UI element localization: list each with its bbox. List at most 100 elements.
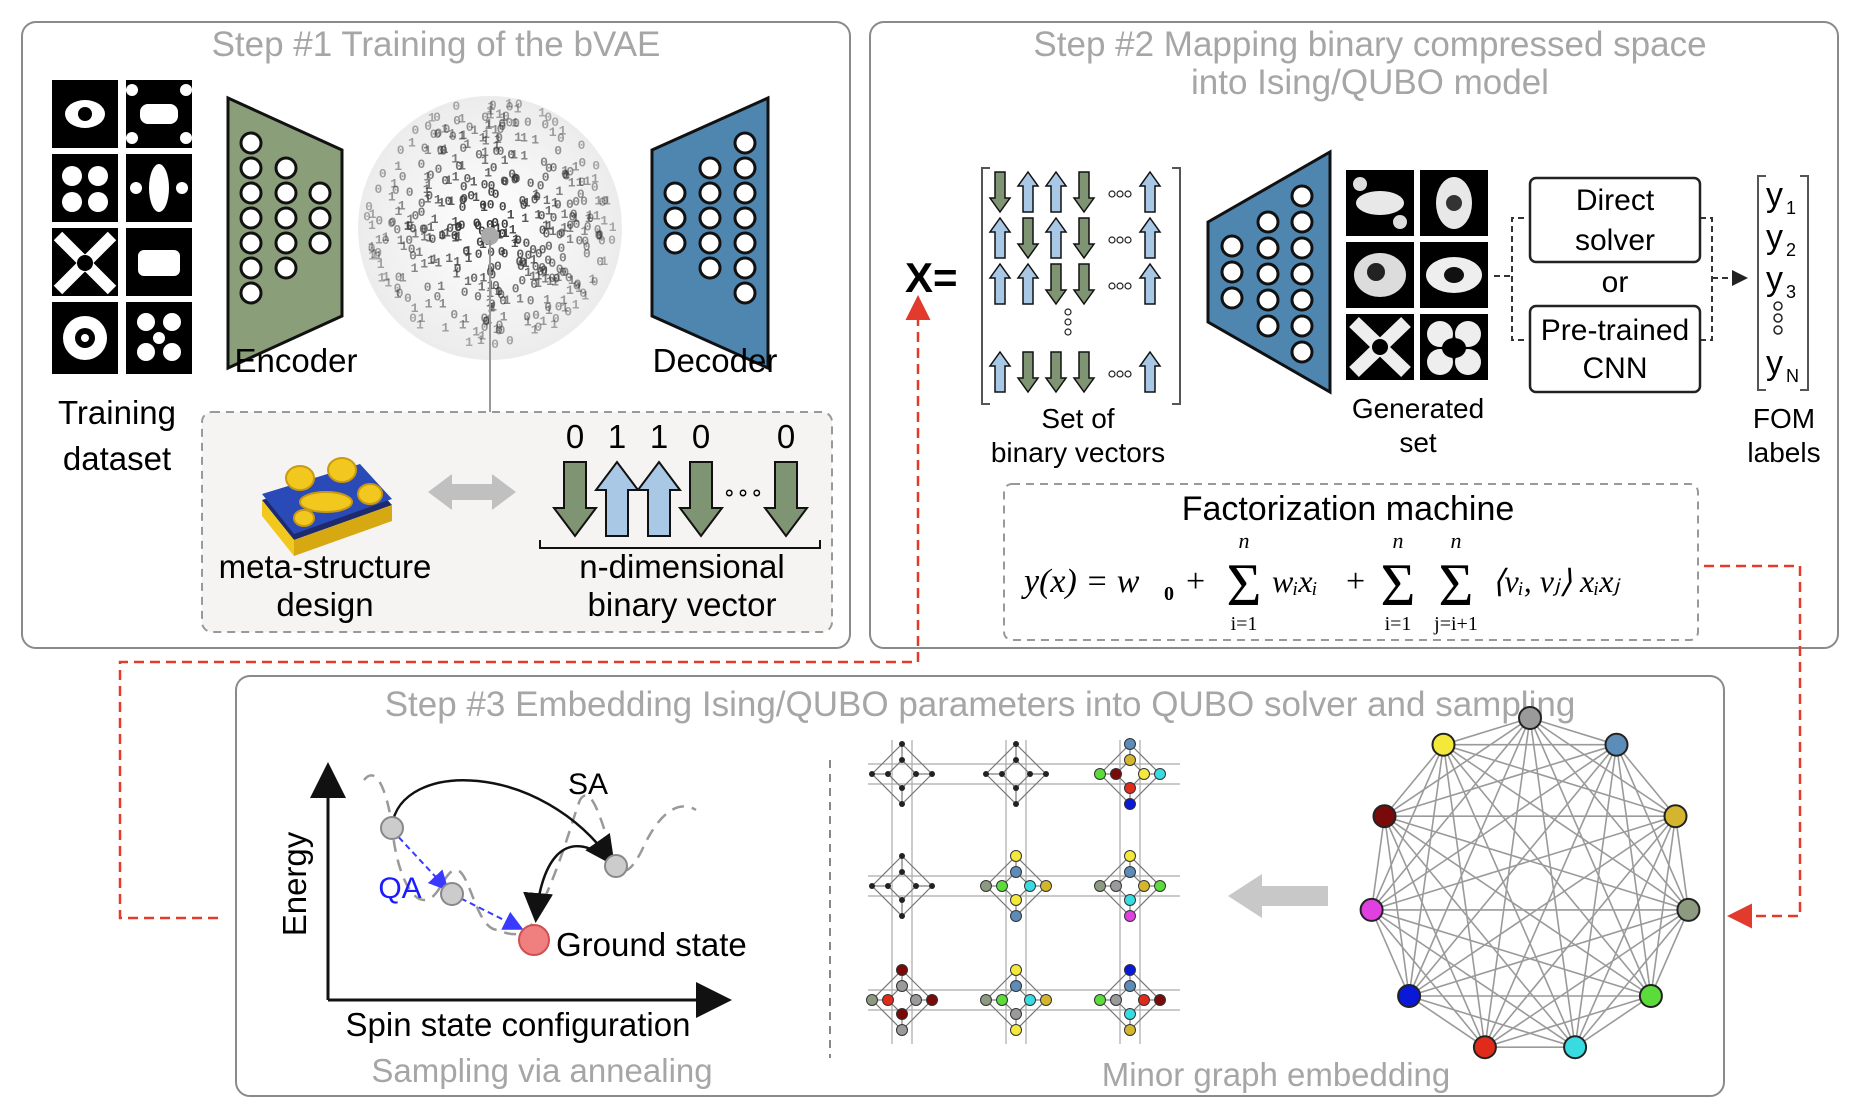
svg-text:0: 0: [430, 127, 438, 142]
svg-text:1: 1: [576, 175, 584, 190]
set-label-line1: Set of: [1041, 403, 1114, 434]
svg-text:1: 1: [375, 248, 383, 263]
svg-text:0: 0: [532, 260, 540, 275]
sum3-upper: n: [1451, 528, 1462, 553]
spin-down-arrow: [763, 461, 809, 538]
svg-text:0: 0: [550, 160, 558, 175]
svg-text:1: 1: [516, 292, 524, 307]
svg-text:0: 0: [394, 281, 402, 296]
svg-text:0: 0: [599, 195, 607, 210]
spin-up-arrow: [988, 216, 1012, 259]
red-dashed-connectors: [118, 295, 1802, 929]
svg-text:0: 0: [427, 168, 435, 183]
svg-text:0: 0: [379, 167, 387, 182]
svg-text:0: 0: [405, 233, 413, 248]
svg-text:1: 1: [445, 251, 453, 266]
svg-text:1: 1: [479, 270, 487, 285]
svg-text:0: 0: [538, 261, 546, 276]
svg-text:0: 0: [374, 182, 382, 197]
double-arrow-icon: [428, 474, 516, 510]
svg-text:0: 0: [488, 179, 496, 194]
spin-down-arrow: [552, 461, 598, 538]
svg-text:1: 1: [543, 193, 551, 208]
step1-title: Step #1 Training of the bVAE: [212, 25, 661, 64]
svg-text:0: 0: [440, 143, 448, 158]
svg-text:0: 0: [374, 245, 382, 260]
step2-title-line1: Step #2 Mapping binary compressed space: [1033, 25, 1706, 64]
svg-text:1: 1: [562, 168, 570, 183]
svg-text:1: 1: [368, 218, 376, 233]
svg-text:0: 0: [368, 241, 376, 256]
svg-text:0: 0: [417, 157, 425, 172]
svg-text:1: 1: [493, 139, 501, 154]
svg-text:1: 1: [451, 215, 459, 230]
formula-term1: wᵢxᵢ: [1272, 563, 1318, 599]
svg-text:0: 0: [552, 271, 560, 286]
svg-text:0: 0: [545, 239, 553, 254]
svg-text:0: 0: [555, 300, 563, 315]
svg-text:0: 0: [574, 277, 582, 292]
step3-title: Step #3 Embedding Ising/QUBO parameters …: [385, 685, 1576, 724]
y-label-3: y: [1766, 260, 1783, 298]
svg-text:1: 1: [551, 196, 559, 211]
svg-text:0: 0: [419, 222, 427, 237]
svg-text:1: 1: [434, 256, 442, 271]
svg-text:0: 0: [399, 170, 407, 185]
svg-text:1: 1: [420, 256, 428, 271]
cnn-line1: Pre-trained: [1541, 314, 1689, 347]
svg-text:0: 0: [461, 285, 469, 300]
svg-text:1: 1: [509, 223, 517, 238]
bit-2: 1: [650, 418, 668, 455]
svg-text:1: 1: [561, 300, 569, 315]
svg-text:0: 0: [566, 218, 574, 233]
svg-text:0: 0: [429, 232, 437, 247]
ground-state-marker: [518, 924, 550, 956]
svg-text:1: 1: [472, 325, 480, 340]
svg-text:1: 1: [555, 184, 563, 199]
svg-text:0: 0: [446, 221, 454, 236]
svg-text:0: 0: [476, 235, 484, 250]
sum1-upper: n: [1239, 528, 1250, 553]
svg-text:0: 0: [524, 115, 532, 130]
svg-text:1: 1: [441, 321, 449, 336]
svg-text:0: 0: [466, 120, 474, 135]
spin-up-arrow: [1138, 262, 1162, 305]
svg-text:0: 0: [441, 174, 449, 189]
svg-text:0: 0: [573, 278, 581, 293]
svg-text:1: 1: [458, 112, 466, 127]
svg-text:0: 0: [491, 215, 499, 230]
svg-text:0: 0: [408, 242, 416, 257]
svg-text:0: 0: [598, 233, 606, 248]
svg-text:0: 0: [575, 233, 583, 248]
direct-solver-line1: Direct: [1576, 184, 1655, 217]
graph-node: [1397, 984, 1422, 1008]
svg-text:0: 0: [424, 119, 432, 134]
spin-down-arrow: [1072, 171, 1096, 214]
svg-text:0: 0: [511, 171, 519, 186]
svg-text:1: 1: [420, 230, 428, 245]
svg-text:1: 1: [423, 170, 431, 185]
svg-text:0: 0: [481, 320, 489, 335]
svg-text:0: 0: [502, 109, 510, 124]
svg-text:0: 0: [595, 229, 603, 244]
svg-text:1: 1: [441, 142, 449, 157]
svg-text:1: 1: [485, 313, 493, 328]
vector-label-line2: binary vector: [588, 586, 777, 623]
svg-text:1: 1: [416, 318, 424, 333]
spin-up-arrow: [1044, 170, 1068, 213]
graph-node: [1518, 706, 1542, 730]
svg-text:0: 0: [488, 268, 496, 283]
spin-up-arrow: [1138, 216, 1162, 259]
factorization-machine-box: [1003, 483, 1699, 641]
spin-config-label: Spin state configuration: [346, 1006, 691, 1043]
spin-up-arrow: [1044, 216, 1068, 259]
svg-text:0: 0: [572, 195, 580, 210]
svg-text:1: 1: [486, 107, 494, 122]
svg-text:0: 0: [524, 248, 532, 263]
svg-text:1: 1: [510, 147, 518, 162]
svg-text:1: 1: [511, 115, 519, 130]
svg-text:0: 0: [505, 116, 513, 131]
spin-down-arrow: [678, 461, 724, 538]
svg-text:0: 0: [530, 277, 538, 292]
svg-text:1: 1: [485, 117, 493, 132]
